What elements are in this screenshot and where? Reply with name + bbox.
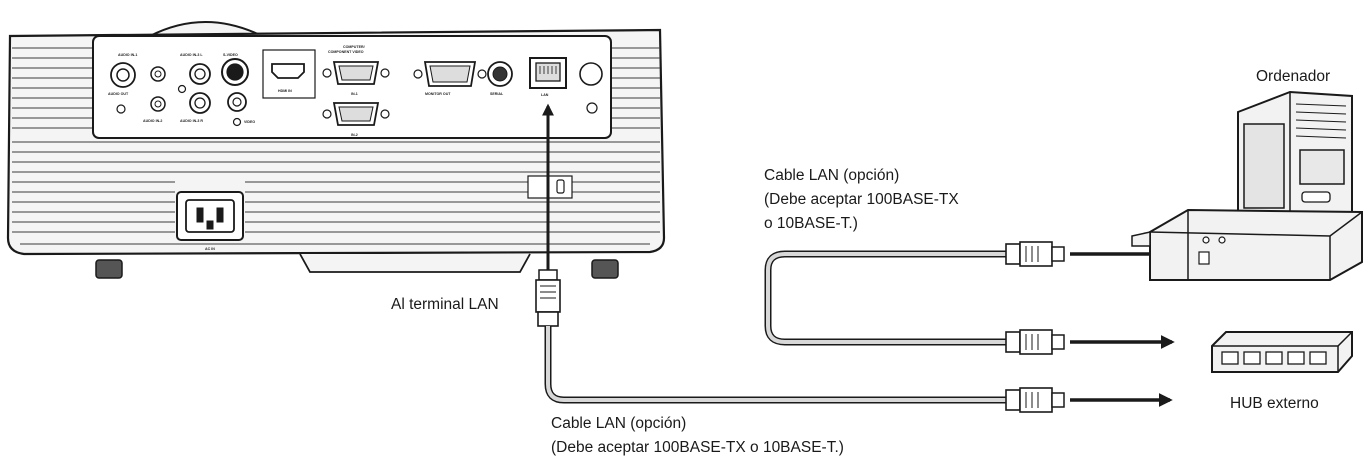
vga-in2-port — [322, 102, 390, 126]
monitor-out-port — [413, 61, 487, 87]
projector: AC IN — [6, 21, 666, 279]
computer-label: Ordenador — [1256, 68, 1331, 85]
serial-label: SERIAL — [490, 92, 504, 96]
ir-sensor — [579, 62, 603, 86]
rj45-plug-hub-middle — [1005, 329, 1065, 355]
cable-loop — [764, 250, 1006, 346]
hdmi-port — [271, 63, 305, 79]
rj45-plug-projector — [535, 269, 561, 327]
cable-bottom-line2: (Debe aceptar 100BASE-TX o 10BASE-T.) — [551, 439, 844, 456]
hub-port-3 — [1265, 351, 1283, 365]
hub-port-5 — [1309, 351, 1327, 365]
rj45-plug-hub-bottom — [1005, 387, 1065, 413]
audio-in1-label: AUDIO IN-1 — [118, 53, 137, 57]
rj45-plug-computer — [1005, 241, 1065, 267]
audio-out-label: AUDIO OUT — [108, 92, 129, 96]
computer-label: COMPUTER/ — [343, 45, 365, 49]
projector-vents — [12, 47, 660, 245]
cable-right-line1: Cable LAN (opción) — [764, 167, 900, 184]
lan-label: LAN — [541, 93, 549, 97]
vga-in1-port — [322, 61, 390, 85]
hdmi-label: HDMI IN — [278, 89, 292, 93]
lan-terminal-label: Al terminal LAN — [391, 296, 499, 313]
in2-label: IN-2 — [351, 133, 358, 137]
cable-bottom-line1: Cable LAN (opción) — [551, 415, 687, 432]
hub-label: HUB externo — [1230, 395, 1319, 412]
audio-in3l-label: AUDIO IN-3 L — [180, 53, 203, 57]
lan-cable-to-projector — [535, 103, 1173, 413]
projector-foot-right — [591, 259, 619, 279]
ac-in-label: AC IN — [205, 247, 215, 251]
audio-in2-label: AUDIO IN-2 — [143, 119, 162, 123]
external-hub — [1211, 331, 1353, 373]
projector-bottom-ridge — [299, 253, 531, 273]
cable-right-line3: o 10BASE-T.) — [764, 215, 858, 232]
projector-foot-left — [95, 259, 123, 279]
ac-inlet — [176, 191, 244, 241]
video-label: VIDEO — [244, 120, 255, 124]
monitor-out-label: MONITOR OUT — [425, 92, 451, 96]
projector-lens-dome — [149, 21, 263, 37]
security-slot — [527, 175, 573, 199]
lan-cable-computer-hub — [764, 241, 1175, 355]
component-video-label: COMPONENT VIDEO — [328, 50, 364, 54]
lan-port — [529, 57, 567, 89]
hub-port-4 — [1287, 351, 1305, 365]
audio-in3r-label: AUDIO IN-3 R — [180, 119, 203, 123]
in1-label: IN-1 — [351, 92, 358, 96]
hub-port-2 — [1243, 351, 1261, 365]
computer-screen — [1243, 123, 1285, 209]
cable-right-line2: (Debe aceptar 100BASE-TX — [764, 191, 959, 208]
svideo-label: S-VIDEO — [223, 53, 238, 57]
io-panel — [92, 35, 612, 139]
hub-port-1 — [1221, 351, 1239, 365]
computer — [1131, 90, 1363, 281]
